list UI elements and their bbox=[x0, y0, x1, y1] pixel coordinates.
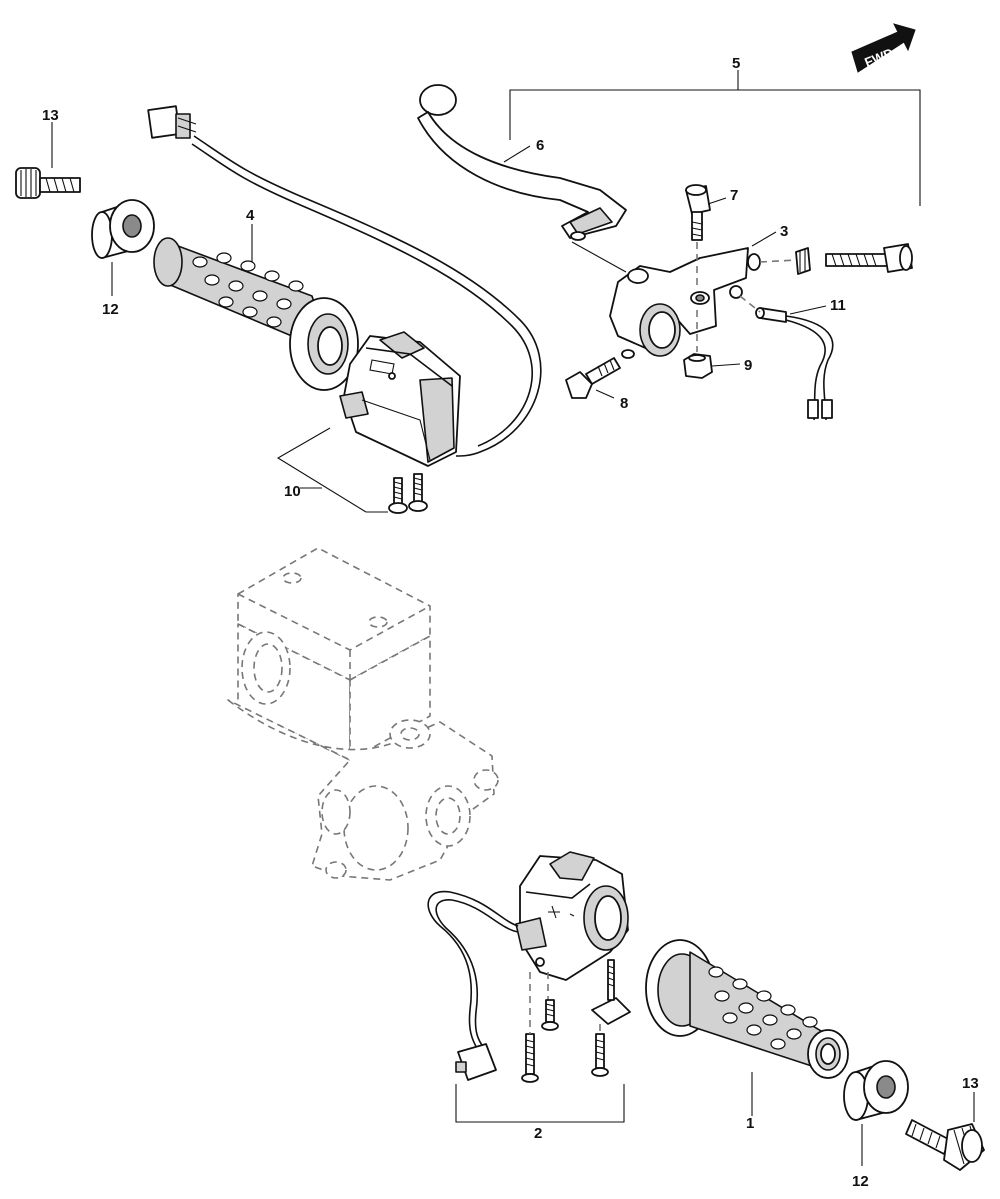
bolt-7 bbox=[685, 184, 711, 241]
adjuster-axis bbox=[759, 259, 797, 263]
bolt-8 bbox=[565, 357, 621, 399]
callout-8: 8 bbox=[620, 395, 628, 412]
wire-harness-bottom bbox=[427, 890, 519, 1081]
perch-3 bbox=[609, 247, 761, 359]
callout-5: 5 bbox=[732, 55, 740, 72]
screws-10 bbox=[388, 473, 428, 514]
screw-13-bottom bbox=[905, 1119, 985, 1171]
callout-10: 10 bbox=[284, 483, 301, 500]
spacer-12-top bbox=[91, 199, 155, 259]
switch-housing-2 bbox=[515, 851, 629, 981]
screw-13-top bbox=[15, 167, 81, 199]
switch-housing-10 bbox=[339, 331, 461, 467]
grip-1 bbox=[645, 939, 849, 1079]
callout-11: 11 bbox=[830, 297, 846, 314]
adjuster-bolt bbox=[795, 243, 913, 275]
callout-2: 2 bbox=[534, 1125, 542, 1142]
master-cylinder-ghost bbox=[227, 547, 499, 881]
leader-lines bbox=[51, 70, 975, 1166]
lever-6 bbox=[417, 84, 627, 241]
callout-1: 1 bbox=[746, 1115, 754, 1132]
callout-6: 6 bbox=[536, 137, 544, 154]
nut-9 bbox=[683, 353, 713, 379]
callout-12-bottom: 12 bbox=[852, 1173, 869, 1190]
callout-12-top: 12 bbox=[102, 301, 119, 318]
callout-9: 9 bbox=[744, 357, 752, 374]
callout-13-top: 13 bbox=[42, 107, 59, 124]
callout-4: 4 bbox=[246, 207, 255, 224]
bracket-5 bbox=[509, 89, 921, 206]
bracket-10 bbox=[276, 427, 388, 513]
switch-11 bbox=[755, 307, 834, 421]
callout-labels: 13 12 4 5 6 7 3 11 9 8 10 2 1 12 13 bbox=[42, 55, 979, 1190]
spacer-12-bottom bbox=[843, 1060, 909, 1121]
switch-11-axis bbox=[739, 295, 761, 313]
callout-7: 7 bbox=[730, 187, 738, 204]
screws-2 bbox=[521, 959, 631, 1083]
grip-4 bbox=[153, 237, 359, 391]
wire-harness-top bbox=[147, 105, 542, 457]
callout-13-bottom: 13 bbox=[962, 1075, 979, 1092]
bracket-2 bbox=[455, 1084, 625, 1123]
callout-3: 3 bbox=[780, 223, 788, 240]
fwd-arrow-icon: FWD bbox=[851, 23, 916, 73]
lever-pivot-line bbox=[571, 241, 627, 273]
